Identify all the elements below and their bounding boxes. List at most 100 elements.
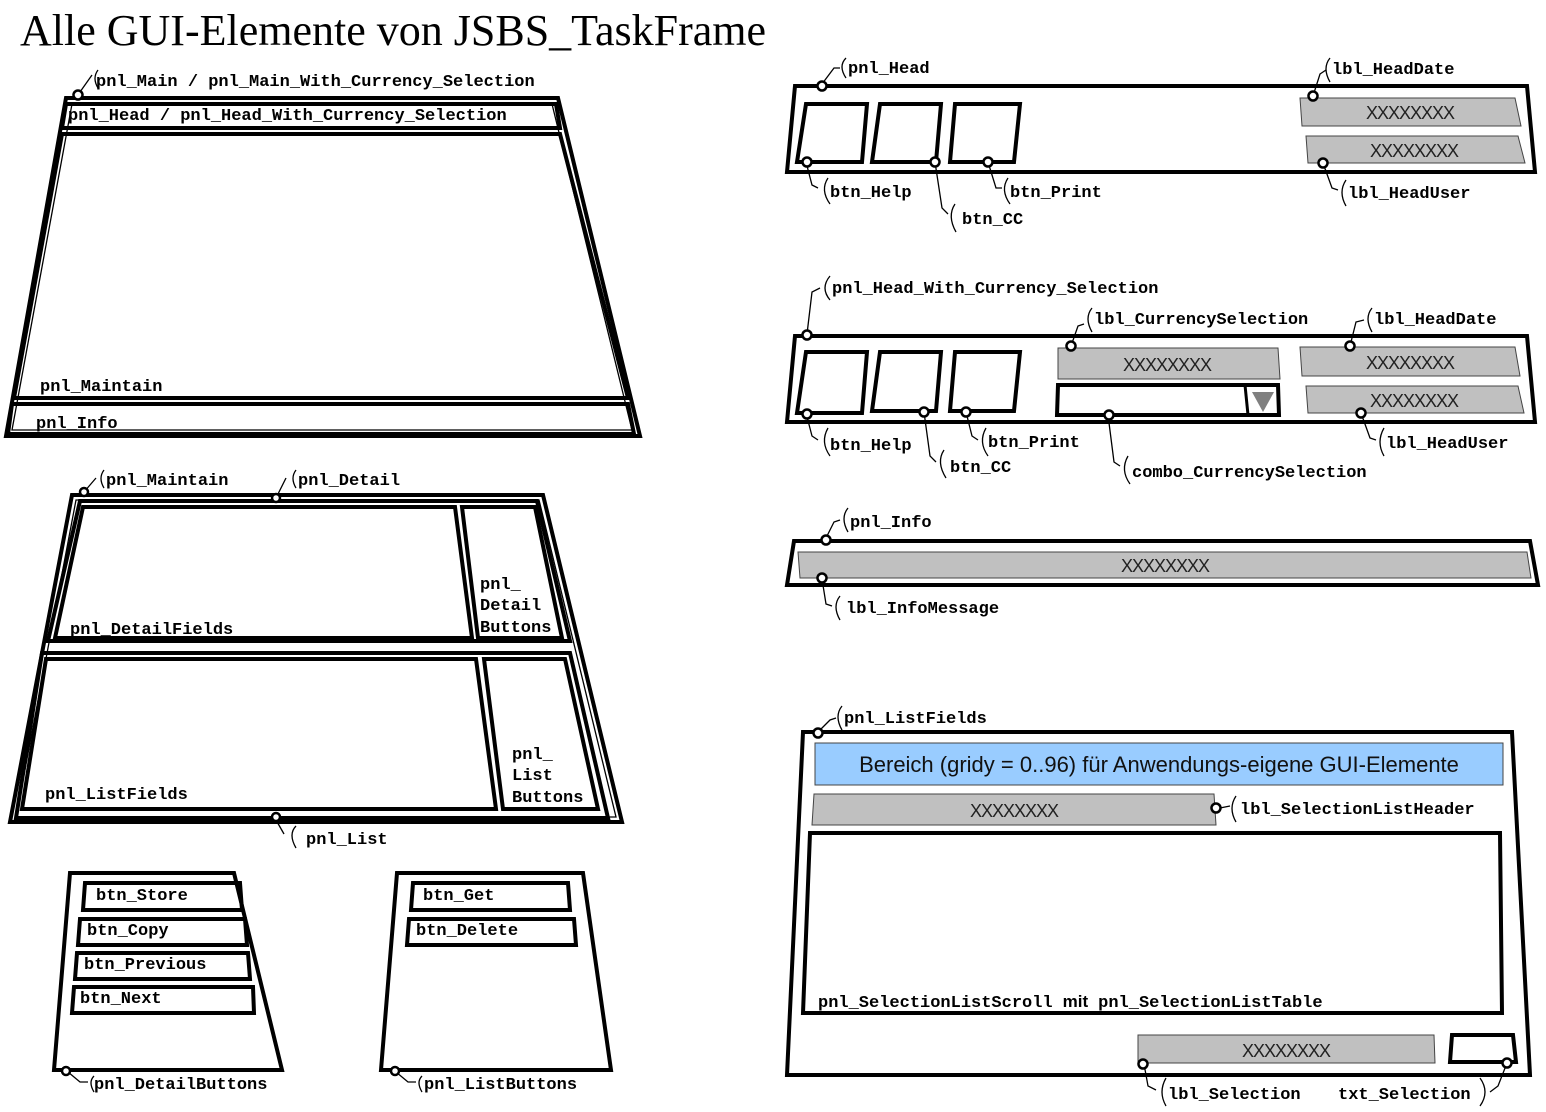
pnl-detail-box bbox=[45, 499, 573, 643]
application-area-banner bbox=[814, 742, 1504, 786]
pnl-info-label: pnl_Info bbox=[36, 415, 118, 434]
pnl-listbuttons-frame bbox=[378, 871, 614, 1072]
pnl-list-box bbox=[13, 651, 611, 820]
lbl-infomessage-caption: lbl_InfoMessage bbox=[846, 600, 999, 619]
scroll-label: pnl_SelectionListScroll bbox=[818, 994, 1053, 1013]
pnl-info-frame bbox=[784, 539, 1541, 587]
pnl-maintain-label: pnl_Maintain bbox=[40, 378, 162, 397]
btn-print[interactable] bbox=[947, 102, 1023, 164]
lbl-headuser bbox=[1305, 135, 1526, 164]
btn-help-2[interactable] bbox=[794, 350, 870, 415]
detail-buttons-panel: btn_Store btn_Copy btn_Previous btn_Next… bbox=[51, 871, 285, 1095]
lbl-headuser-2 bbox=[1305, 385, 1525, 414]
pnl-detailbuttons-frame bbox=[51, 871, 285, 1072]
btn-copy-label: btn_Copy bbox=[87, 922, 169, 941]
anchor-dot bbox=[72, 89, 84, 101]
btn-help[interactable] bbox=[794, 102, 870, 164]
lbl-currencyselection-caption: lbl_CurrencySelection bbox=[1094, 311, 1308, 330]
application-area-text: Bereich (gridy = 0..96) für Anwendungs-e… bbox=[859, 752, 1459, 777]
btn-store-label: btn_Store bbox=[96, 887, 188, 906]
lbl-selection-value: XXXXXXXX bbox=[1242, 1041, 1331, 1061]
btn-next-label: btn_Next bbox=[80, 990, 162, 1009]
pnl-listfields-title: pnl_ListFields bbox=[844, 710, 987, 729]
btn-cc-caption: btn_CC bbox=[962, 211, 1023, 230]
pnl-head-currency-title: pnl_Head_With_Currency_Selection bbox=[832, 280, 1158, 299]
pnl-detailfields-label: pnl_DetailFields bbox=[70, 621, 233, 640]
pnl-detailbuttons-caption: pnl_DetailButtons bbox=[94, 1076, 267, 1095]
btn-previous-label: btn_Previous bbox=[84, 956, 206, 975]
pnl-maintain-box bbox=[11, 132, 631, 400]
lbl-currencyselection-value: XXXXXXXX bbox=[1123, 355, 1212, 375]
lbl-selectionlistheader-caption: lbl_SelectionListHeader bbox=[1240, 801, 1475, 820]
txt-selection-caption: txt_Selection bbox=[1338, 1086, 1471, 1105]
pnl-detail-title: pnl_Detail bbox=[298, 472, 400, 491]
pnl-info-box bbox=[5, 402, 637, 436]
overview-main-frame: pnl_Main / pnl_Main_With_Currency_Select… bbox=[3, 69, 643, 438]
pnl-listbuttons-label-1: pnl_ bbox=[512, 746, 554, 765]
mit-label: mit bbox=[1063, 992, 1089, 1011]
btn-next[interactable]: btn_Next bbox=[69, 985, 257, 1015]
btn-delete-label: btn_Delete bbox=[416, 922, 518, 941]
lbl-selectionlistheader bbox=[811, 793, 1217, 826]
btn-store[interactable]: btn_Store bbox=[80, 881, 245, 912]
lbl-headdate-2-caption: lbl_HeadDate bbox=[1374, 311, 1496, 330]
head-panel: pnl_Head XXXXXXXX XXXXXXXX btn_Help btn_… bbox=[784, 57, 1538, 233]
btn-print-2[interactable] bbox=[947, 350, 1023, 413]
btn-help-2-caption: btn_Help bbox=[830, 437, 912, 456]
txt-selection[interactable] bbox=[1447, 1033, 1519, 1064]
lbl-infomessage-value: XXXXXXXX bbox=[1121, 556, 1210, 576]
lbl-selectionlistheader-value: XXXXXXXX bbox=[970, 801, 1059, 821]
combo-currencyselection[interactable] bbox=[1054, 383, 1282, 417]
table-label: pnl_SelectionListTable bbox=[1098, 994, 1322, 1013]
maintain-breakdown: pnl_Maintain pnl_Detail pnl_DetailFields… bbox=[7, 469, 625, 850]
callout-bracket bbox=[94, 69, 99, 89]
pnl-selectionlistscroll[interactable]: pnl_SelectionListScroll mit pnl_Selectio… bbox=[800, 831, 1505, 1015]
lbl-headuser-caption: lbl_HeadUser bbox=[1348, 185, 1470, 204]
lbl-headuser-2-caption: lbl_HeadUser bbox=[1386, 435, 1508, 454]
btn-cc-2[interactable] bbox=[869, 350, 944, 413]
pnl-listfields-label: pnl_ListFields bbox=[45, 786, 188, 805]
lbl-selection-caption: lbl_Selection bbox=[1168, 1086, 1301, 1105]
pnl-detailbuttons-label-3: Buttons bbox=[480, 619, 551, 638]
pnl-listbuttons-label-3: Buttons bbox=[512, 789, 583, 808]
btn-cc[interactable] bbox=[869, 102, 944, 164]
btn-get[interactable]: btn_Get bbox=[408, 881, 573, 912]
pnl-listbuttons-box bbox=[481, 657, 601, 811]
pnl-head-title: pnl_Head bbox=[848, 60, 930, 79]
btn-print-caption: btn_Print bbox=[1010, 184, 1102, 203]
btn-cc-2-caption: btn_CC bbox=[950, 459, 1011, 478]
lbl-selection bbox=[1137, 1034, 1436, 1064]
pnl-maintain-title: pnl_Maintain bbox=[106, 472, 228, 491]
callout-line bbox=[79, 74, 93, 93]
page-title: Alle GUI-Elemente von JSBS_TaskFrame bbox=[20, 6, 766, 55]
lbl-headuser-2-value: XXXXXXXX bbox=[1370, 391, 1459, 411]
lbl-headdate-caption: lbl_HeadDate bbox=[1332, 61, 1454, 80]
lbl-headdate-2 bbox=[1299, 346, 1521, 377]
btn-delete[interactable]: btn_Delete bbox=[404, 917, 579, 947]
listfields-panel: pnl_ListFields Bereich (gridy = 0..96) f… bbox=[784, 705, 1533, 1107]
btn-help-caption: btn_Help bbox=[830, 184, 912, 203]
list-buttons-panel: btn_Get btn_Delete pnl_ListButtons bbox=[378, 871, 614, 1095]
lbl-headdate bbox=[1299, 97, 1522, 127]
pnl-listbuttons-caption: pnl_ListButtons bbox=[424, 1076, 577, 1095]
pnl-listfields-frame bbox=[784, 730, 1533, 1077]
pnl-list-title: pnl_List bbox=[306, 831, 388, 850]
pnl-head-currency-frame bbox=[784, 334, 1538, 424]
chevron-down-icon[interactable] bbox=[1252, 392, 1274, 412]
pnl-detailbuttons-box bbox=[459, 505, 565, 640]
btn-copy[interactable]: btn_Copy bbox=[75, 917, 250, 947]
pnl-listfields-box bbox=[19, 657, 499, 811]
pnl-head-box bbox=[59, 102, 563, 130]
lbl-headdate-value: XXXXXXXX bbox=[1366, 103, 1455, 123]
pnl-head-label: pnl_Head / pnl_Head_With_Currency_Select… bbox=[68, 107, 507, 126]
combo-currencyselection-caption: combo_CurrencySelection bbox=[1132, 464, 1367, 483]
pnl-detailbuttons-label-2: Detail bbox=[480, 597, 541, 616]
btn-previous[interactable]: btn_Previous bbox=[72, 951, 253, 981]
head-currency-panel: pnl_Head_With_Currency_Selection XXXXXXX… bbox=[784, 275, 1538, 485]
info-panel: pnl_Info XXXXXXXX lbl_InfoMessage bbox=[784, 507, 1541, 621]
lbl-infomessage bbox=[797, 551, 1532, 579]
lbl-headdate-2-value: XXXXXXXX bbox=[1366, 353, 1455, 373]
pnl-head-frame bbox=[784, 84, 1538, 174]
pnl-selectionlistscroll-caption: pnl_SelectionListScroll mit pnl_Selectio… bbox=[818, 992, 1323, 1013]
pnl-detailfields-box bbox=[52, 505, 475, 640]
